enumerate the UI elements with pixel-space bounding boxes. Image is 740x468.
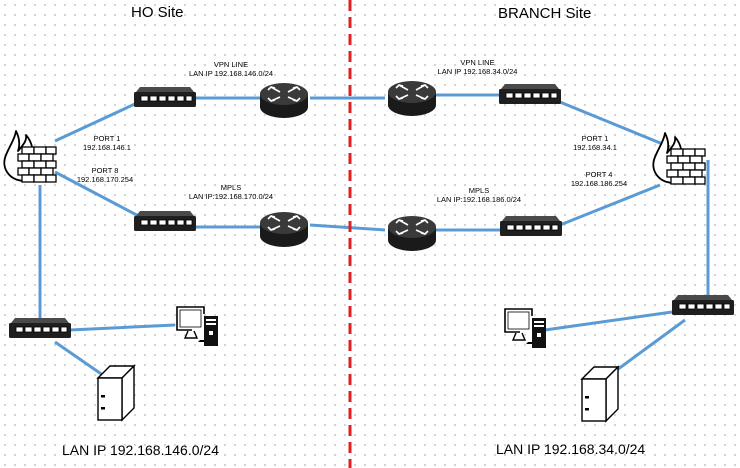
firewall-icon (3, 130, 57, 183)
switch-icon (8, 317, 72, 339)
switch-icon (499, 215, 563, 237)
switch-icon (133, 210, 197, 232)
branch-port1-label: PORT 1 192.168.34.1 (566, 134, 624, 152)
router-icon (259, 211, 309, 248)
branch-vpn-title: VPN LINE (460, 58, 495, 67)
workstation-icon (176, 306, 219, 347)
devices (3, 80, 735, 422)
branch-mpls-subnet: LAN IP:192.168.186.0/24 (436, 195, 522, 204)
branch-port4-ip: 192.168.186.254 (570, 179, 628, 188)
ho-port1-ip: 192.168.146.1 (83, 143, 131, 152)
ho-port1-label: PORT 1 192.168.146.1 (78, 134, 136, 152)
link-branch-lan-switch-server (609, 318, 686, 377)
ho-mpls-label: MPLS LAN IP:192.168.170.0/24 (172, 183, 290, 201)
branch-port1-ip: 192.168.34.1 (573, 143, 617, 152)
ho-mpls-subnet: LAN IP:192.168.170.0/24 (188, 192, 274, 201)
router-icon (387, 215, 437, 252)
ho-vpn-subnet: LAN IP 192.168.146.0/24 (188, 69, 274, 78)
branch-lan-label: LAN IP 192.168.34.0/24 (496, 441, 646, 457)
link-ho-fw-mpls-switch (54, 170, 151, 224)
ho-vpn-label: VPN LINE LAN IP 192.168.146.0/24 (176, 60, 286, 78)
links (38, 93, 710, 382)
ho-port8-ip: 192.168.170.254 (76, 175, 134, 184)
branch-port4-name: PORT 4 (585, 170, 613, 179)
ho-port8-name: PORT 8 (91, 166, 119, 175)
link-ho-lan-switch-pc (69, 323, 176, 332)
firewall-icon (652, 132, 706, 185)
ho-mpls-title: MPLS (220, 183, 242, 192)
switch-icon (498, 83, 562, 105)
router-icon (387, 80, 437, 117)
switch-icon (671, 294, 735, 316)
ho-port8-label: PORT 8 192.168.170.254 (66, 166, 144, 184)
link-branch-lan-switch-pc (544, 310, 673, 332)
branch-port1-name: PORT 1 (581, 134, 609, 143)
switch-icon (133, 86, 197, 108)
branch-site-title: BRANCH Site (498, 5, 592, 22)
router-icon (259, 82, 309, 119)
link-branch-mpls-switch-fw (554, 183, 661, 229)
server-icon (97, 365, 135, 421)
link-mpls-routers (309, 223, 386, 232)
branch-vpn-label: VPN LINE LAN IP 192.168.34.0/24 (425, 58, 530, 76)
ho-site-title: HO Site (131, 4, 184, 21)
ho-vpn-title: VPN LINE (213, 60, 249, 69)
ho-lan-label: LAN IP 192.168.146.0/24 (62, 442, 219, 458)
branch-vpn-subnet: LAN IP 192.168.34.0/24 (437, 67, 518, 76)
link-ho-lan-switch-server (54, 340, 111, 382)
link-branch-vpn-switch-fw (554, 98, 671, 149)
workstation-icon (504, 308, 547, 349)
ho-port1-name: PORT 1 (93, 134, 121, 143)
branch-mpls-label: MPLS LAN IP:192.168.186.0/24 (420, 186, 538, 204)
branch-port4-label: PORT 4 192.168.186.254 (560, 170, 638, 188)
server-icon (581, 366, 619, 422)
branch-mpls-title: MPLS (468, 186, 490, 195)
